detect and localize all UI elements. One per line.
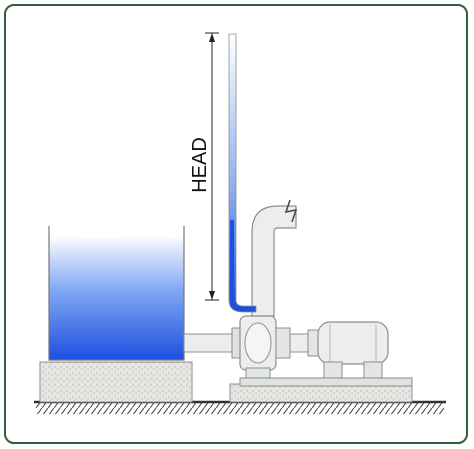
pump-foundation bbox=[229, 383, 413, 403]
pump-casing bbox=[239, 315, 413, 387]
motor bbox=[317, 321, 389, 379]
ground bbox=[34, 400, 446, 414]
water-tank bbox=[48, 226, 185, 361]
head-label: HEAD bbox=[189, 137, 211, 193]
head-gauge-tube bbox=[228, 33, 257, 313]
suction-pipe bbox=[183, 327, 241, 359]
tank-foundation bbox=[39, 361, 193, 403]
coupling bbox=[289, 329, 321, 357]
discharge-pipe bbox=[251, 199, 298, 317]
head-dimension-line bbox=[205, 32, 219, 301]
